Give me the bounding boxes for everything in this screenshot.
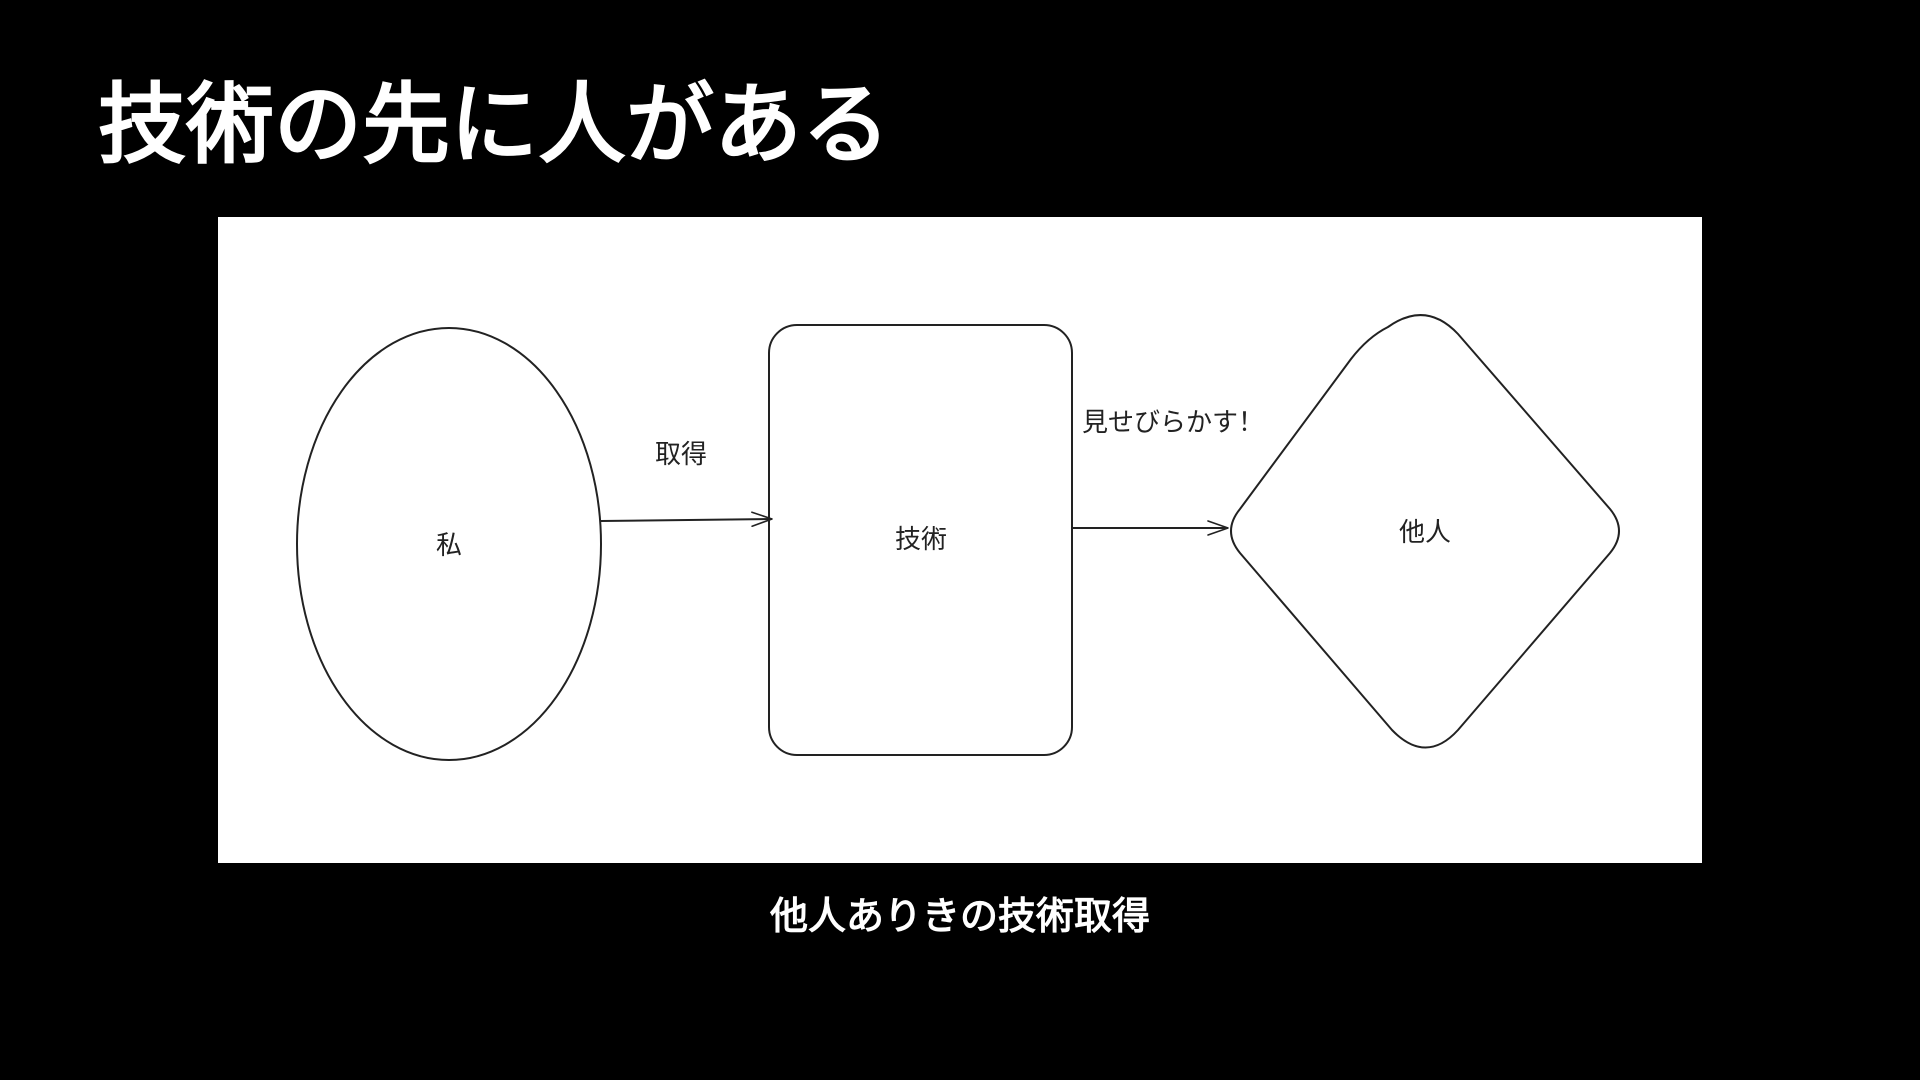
show-off-edge-label: 見せびらかす！ — [1082, 408, 1264, 438]
skill-node-label: 技術 — [895, 525, 947, 555]
slide-title: 技術の先に人がある — [98, 73, 891, 176]
diagram-panel: 私 取得 技術 見せびらかす！ 他人 — [218, 217, 1702, 863]
diagram-canvas: 私 取得 技術 見せびらかす！ 他人 — [296, 314, 1620, 761]
self-node-ellipse — [296, 327, 602, 761]
others-node-label: 他人 — [1399, 518, 1451, 548]
slide-caption: 他人ありきの技術取得 — [769, 894, 1150, 938]
others-node-diamond — [1230, 314, 1620, 749]
skill-node-rect — [768, 324, 1073, 756]
self-node-label: 私 — [436, 531, 462, 561]
acquire-arrow — [600, 511, 773, 528]
acquire-edge-label: 取得 — [655, 440, 707, 470]
